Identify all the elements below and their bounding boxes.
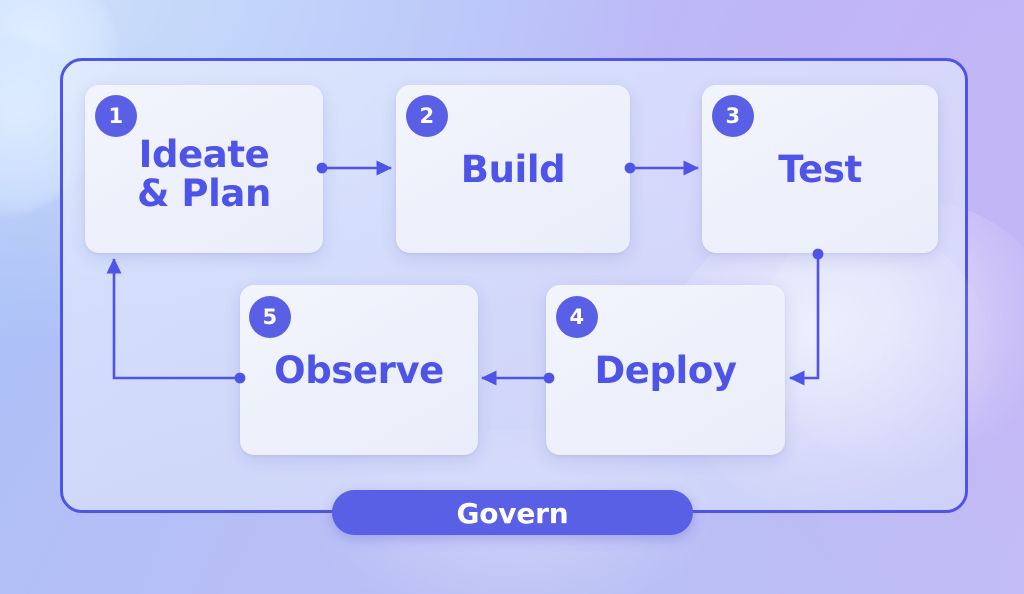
step-number-badge-5: 5 (249, 296, 291, 338)
govern-pill[interactable]: Govern (332, 490, 693, 535)
step-label-test: Test (778, 148, 862, 191)
step-card-test[interactable]: 3 Test (702, 85, 938, 253)
step-card-observe[interactable]: 5 Observe (240, 285, 478, 455)
step-number-badge-3: 3 (712, 95, 754, 137)
step-card-build[interactable]: 2 Build (396, 85, 630, 253)
govern-label: Govern (456, 497, 569, 530)
step-number-badge-1: 1 (95, 95, 137, 137)
step-label-observe: Observe (274, 349, 444, 392)
step-number-badge-4: 4 (556, 296, 598, 338)
step-label-build: Build (460, 148, 566, 191)
step-card-ideate-plan[interactable]: 1 Ideate & Plan (85, 85, 323, 253)
step-label-deploy: Deploy (594, 349, 737, 392)
step-card-deploy[interactable]: 4 Deploy (546, 285, 785, 455)
step-label-ideate-plan: Ideate & Plan (137, 133, 271, 216)
step-number-badge-2: 2 (406, 95, 448, 137)
